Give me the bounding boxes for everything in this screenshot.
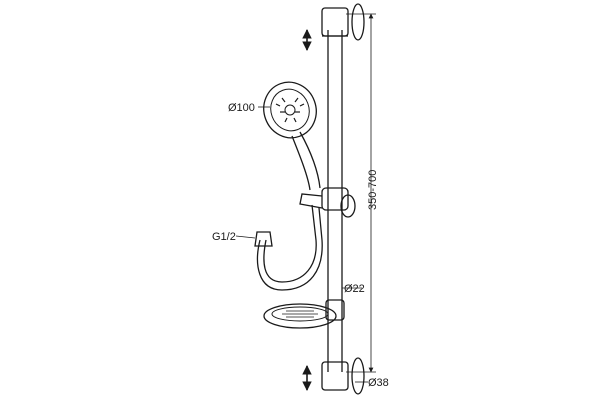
slider-holder: [299, 187, 356, 218]
height-range-label: 350-700: [367, 170, 379, 210]
hose-thread-label: G1/2: [212, 231, 236, 243]
top-wall-bracket: [321, 3, 365, 41]
mount-diameter-label: Ø38: [368, 377, 389, 389]
height-dimension: [346, 13, 376, 373]
bottom-wall-bracket: [321, 357, 365, 395]
shower-hose: [254, 204, 323, 291]
head-diameter-label: Ø100: [228, 102, 255, 114]
shower-head: [263, 81, 321, 191]
rail-diameter-label: Ø22: [344, 283, 365, 295]
hose-thread-leader: [235, 235, 256, 239]
slide-rail: [327, 30, 343, 372]
soap-dish: [263, 299, 345, 329]
